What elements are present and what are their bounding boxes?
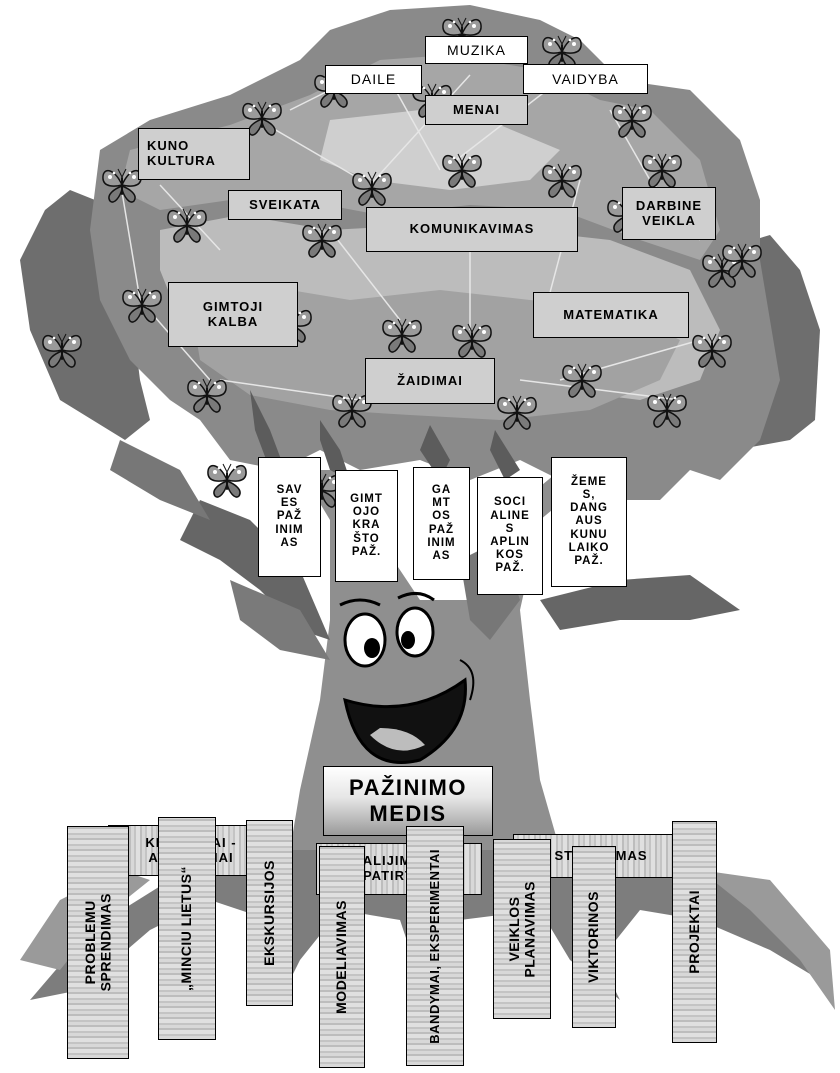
label-daile: DAILE bbox=[325, 65, 422, 94]
label-muzika: MUZIKA bbox=[425, 36, 528, 64]
label-saves-pazinimas: SAV ES PAŽ INIM AS bbox=[258, 457, 321, 577]
tree-right-pupil bbox=[401, 631, 415, 649]
column-viktorinos: VIKTORINOS bbox=[572, 846, 616, 1028]
label-gimtojo-krasto-paz: GIMT OJO KRA ŠTO PAŽ. bbox=[335, 470, 398, 582]
butterfly-icon bbox=[42, 333, 82, 368]
butterfly-icon bbox=[612, 103, 652, 138]
label-menai: MENAI bbox=[425, 95, 528, 125]
column-ekskursijos: EKSKURSIJOS bbox=[246, 820, 293, 1006]
tree-right-brow bbox=[397, 592, 435, 602]
butterfly-icon bbox=[562, 363, 602, 398]
branch-hang-3 bbox=[420, 425, 450, 480]
label-kuno-kultura: KUNO KULTURA bbox=[138, 128, 250, 180]
butterfly-icon bbox=[332, 393, 372, 428]
butterfly-icon bbox=[642, 153, 682, 188]
tree-left-pupil bbox=[364, 638, 380, 658]
label-zaidimai: ŽAIDIMAI bbox=[365, 358, 495, 404]
column-minciu-lietus: „MINCIU LIETUS“ bbox=[158, 817, 216, 1040]
butterfly-icon bbox=[442, 153, 482, 188]
branch-leaf-left-2 bbox=[110, 440, 210, 520]
label-zemes-dangaus-kunu-laiko-paz: ŽEME S, DANG AUS KUNU LAIKO PAŽ. bbox=[551, 457, 627, 587]
root-right-curl bbox=[700, 870, 835, 1010]
column-modeliavimas: MODELIAVIMAS bbox=[319, 846, 365, 1068]
left-dark-foliage bbox=[20, 190, 150, 440]
label-komunikavimas: KOMUNIKAVIMAS bbox=[366, 207, 578, 252]
butterfly-icon bbox=[167, 208, 207, 243]
column-veiklos-planavimas: VEIKLOS PLANAVIMAS bbox=[493, 839, 551, 1019]
butterfly-icon bbox=[207, 463, 247, 498]
label-gimtoji-kalba: GIMTOJI KALBA bbox=[168, 282, 298, 347]
label-matematika: MATEMATIKA bbox=[533, 292, 689, 338]
tree-cheek bbox=[459, 659, 475, 701]
branch-hang-4 bbox=[490, 430, 520, 480]
label-sveikata: SVEIKATA bbox=[228, 190, 342, 220]
butterfly-icon bbox=[352, 171, 392, 206]
column-problemu-sprendimas: PROBLEMU SPRENDIMAS bbox=[67, 826, 129, 1059]
canopy-highlight bbox=[320, 110, 560, 190]
butterfly-icon bbox=[242, 101, 282, 136]
branch-leaf-right bbox=[540, 575, 740, 630]
column-eksperimentai: BANDYMAI, EKSPERIMENTAI bbox=[406, 826, 464, 1066]
butterfly-icon bbox=[647, 393, 687, 428]
branch-leaf-left bbox=[180, 500, 330, 640]
butterfly-icon bbox=[102, 168, 142, 203]
butterfly-icon bbox=[452, 323, 492, 358]
butterfly-icon bbox=[722, 243, 762, 278]
column-projektai: PROJEKTAI bbox=[672, 821, 717, 1043]
butterfly-icon bbox=[692, 333, 732, 368]
butterfly-icon bbox=[187, 378, 227, 413]
tree-tongue bbox=[370, 728, 425, 751]
butterfly-icon bbox=[122, 288, 162, 323]
branch-leaf-mid2 bbox=[230, 580, 330, 660]
label-vaidyba: VAIDYBA bbox=[523, 64, 648, 94]
tree-mouth bbox=[343, 677, 467, 764]
tree-left-brow bbox=[339, 598, 381, 607]
label-socialines-aplinkos-paz: SOCI ALINE S APLIN KOS PAŽ. bbox=[477, 477, 543, 595]
butterfly-icon bbox=[302, 223, 342, 258]
tree-left-eye bbox=[343, 612, 387, 668]
butterfly-icon bbox=[497, 395, 537, 430]
branch-hang-1 bbox=[250, 390, 285, 470]
butterfly-icon bbox=[542, 163, 582, 198]
label-darbine-veikla: DARBINE VEIKLA bbox=[622, 187, 716, 240]
butterfly-icon bbox=[382, 318, 422, 353]
tree-right-eye bbox=[395, 606, 435, 658]
label-gamtos-pazinimas: GA MT OS PAŽ INIM AS bbox=[413, 467, 470, 580]
diagram-title: PAŽINIMO MEDIS bbox=[323, 766, 493, 836]
branch-hang-2 bbox=[320, 420, 350, 480]
